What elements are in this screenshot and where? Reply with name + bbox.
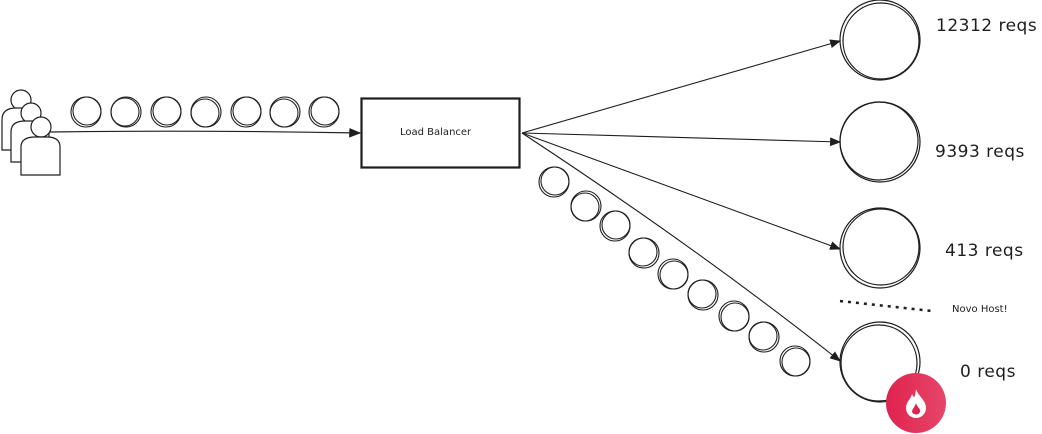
- arrows-lb-to-hosts: [521, 39, 842, 362]
- fire-icon: [906, 389, 926, 418]
- load-balancer-label: Load Balancer: [400, 127, 472, 138]
- request-packets-incoming: [70, 96, 340, 128]
- host-3: [839, 207, 921, 289]
- arrow-users-to-lb: [49, 127, 362, 138]
- host-2-requests: 9393 reqs: [935, 142, 1025, 162]
- host-3-requests: 413 reqs: [945, 241, 1024, 261]
- load-balancer-box: [360, 97, 521, 169]
- host-2: [839, 101, 921, 183]
- hosts: [839, 0, 921, 403]
- new-host-note: Novo Host!: [952, 304, 1008, 315]
- fire-badge: [886, 373, 946, 433]
- host-4-new: [839, 321, 921, 403]
- users-icon: [1, 89, 61, 176]
- host-1-requests: 12312 reqs: [936, 16, 1038, 36]
- new-host-divider: [839, 299, 933, 313]
- request-packets-outgoing: [538, 166, 811, 377]
- host-1: [839, 0, 921, 81]
- host-4-requests: 0 reqs: [960, 362, 1016, 382]
